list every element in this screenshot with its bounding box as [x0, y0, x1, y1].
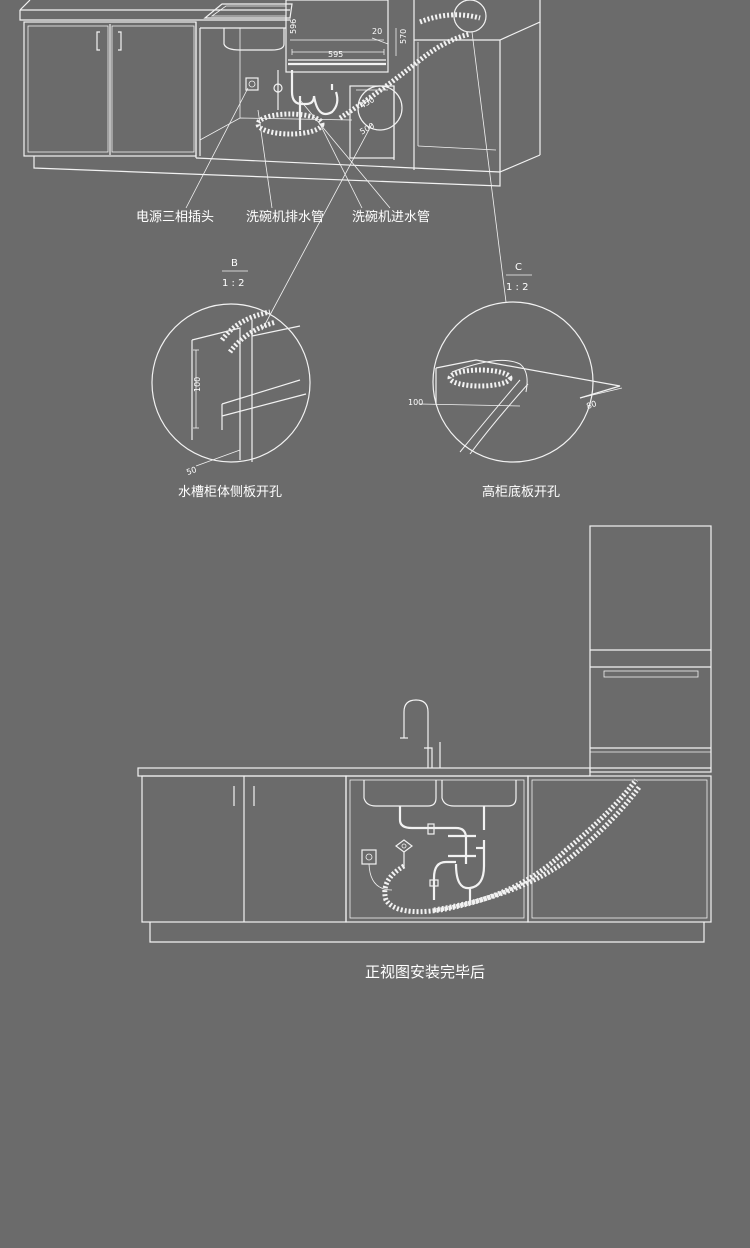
detail-c-dim-80: 80 — [585, 399, 598, 411]
detail-c-letter: C — [515, 262, 522, 273]
detail-b-letter: B — [231, 258, 238, 269]
callout-inlet-hose: 洗碗机进水管 — [352, 209, 430, 225]
callout-drain-hose: 洗碗机排水管 — [246, 209, 324, 225]
dim-596: 596 — [289, 19, 298, 34]
detail-c-dim-100: 100 — [408, 398, 423, 407]
detail-b-dim-50: 50 — [185, 465, 198, 477]
detail-c-ratio: 1 : 2 — [506, 282, 528, 293]
detail-c: C 1 : 2 100 80 — [408, 262, 623, 463]
dim-570: 570 — [399, 29, 408, 44]
detail-b-ratio: 1 : 2 — [222, 278, 244, 289]
dim-20: 20 — [372, 27, 382, 36]
dim-500: 500 — [358, 121, 376, 136]
detail-b-caption: 水槽柜体侧板开孔 — [178, 485, 282, 500]
front-view-caption: 正视图安装完毕后 — [365, 963, 485, 981]
detail-b: B 1 : 2 100 50 — [151, 258, 311, 477]
front-view — [137, 525, 712, 943]
detail-c-caption: 高柜底板开孔 — [482, 484, 560, 500]
callout-leaders — [185, 31, 507, 331]
callout-power-socket: 电源三相插头 — [136, 210, 214, 225]
dim-595: 595 — [328, 50, 343, 59]
detail-b-dim-100: 100 — [193, 377, 202, 392]
perspective-cabinet-view: 595 20 570 596 450 500 — [19, 0, 541, 187]
